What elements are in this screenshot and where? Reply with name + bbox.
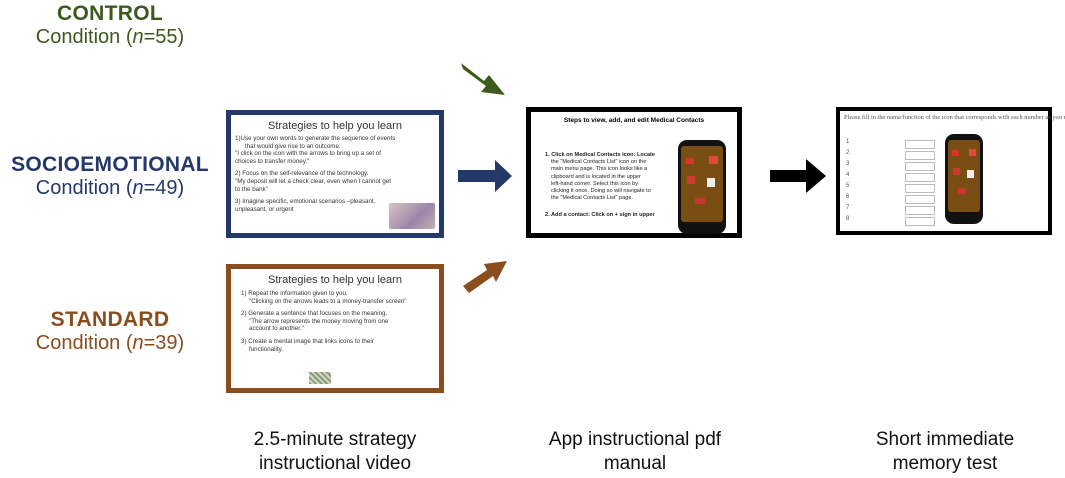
app-manual-screenshot: Steps to view, add, and edit Medical Con…	[526, 107, 742, 238]
memory-test-answer-field[interactable]	[905, 184, 935, 193]
socio-suffix: =49)	[143, 177, 185, 199]
slide-line: "I click on the icon with the arrows to …	[235, 150, 381, 158]
socioemotional-strategy-slide: Strategies to help you learn 1)Use your …	[226, 110, 444, 238]
slide-line: 1) Repeat the information given to you.	[241, 290, 348, 297]
slide-title: Strategies to help you learn	[268, 274, 402, 286]
app-icon	[686, 158, 694, 164]
app-icon	[967, 170, 974, 178]
memory-test-answer-field[interactable]	[905, 217, 935, 226]
memory-test-answer-field[interactable]	[905, 206, 935, 215]
manual-line: clipboard and is located in the upper	[551, 173, 641, 180]
memory-test-number: 6	[846, 194, 850, 200]
manual-label-line: manual	[603, 453, 667, 474]
control-suffix: =55)	[143, 26, 185, 48]
memory-test-answer-field[interactable]	[905, 151, 935, 160]
manual-line: main menu page. This icon looks like a	[551, 166, 648, 173]
standard-suffix: =39)	[143, 332, 185, 354]
control-n-italic: n	[132, 26, 144, 48]
slide-line: that would give rise to an outcome.	[245, 142, 341, 150]
standard-strategy-slide: Strategies to help you learn 1) Repeat t…	[226, 264, 444, 393]
app-icon	[695, 198, 705, 204]
manual-line: 1. Click on Medical Contacts icon: Locat…	[545, 152, 656, 158]
memory-test-number: 1	[846, 139, 850, 145]
app-icon	[687, 176, 695, 184]
green-arrow-icon	[461, 63, 505, 95]
memory-test-number: 4	[846, 172, 850, 178]
manual-line: 2. Add a contact: Click on + sign in upp…	[545, 212, 655, 219]
hand-photo	[389, 203, 435, 229]
memory-test-answer-field[interactable]	[905, 140, 935, 149]
slide-line: 3) Imagine specific, emotional scenarios…	[235, 198, 376, 206]
manual-title: Steps to view, add, and edit Medical Con…	[563, 117, 705, 124]
app-icon	[969, 149, 976, 156]
slide-line: to the bank"	[235, 185, 268, 193]
slide-line: 3) Create a mental image that links icon…	[241, 337, 374, 345]
memory-test-number: 5	[846, 183, 850, 189]
standard-prefix: Condition (	[35, 332, 133, 354]
slide-line: 2) Focus on the self-relevance of the te…	[235, 170, 369, 178]
slide-line: functionality.	[249, 345, 283, 353]
slide-line: 1)Use your own words to generate the seq…	[235, 135, 396, 142]
manual-step-label: App instructional pdf manual	[515, 428, 755, 476]
slide-line: "Clicking on the arrows leads to a money…	[249, 297, 407, 305]
socio-name: SOCIOEMOTIONAL	[11, 153, 209, 176]
socio-n-italic: n	[132, 177, 144, 199]
money-image	[309, 372, 331, 384]
control-name: CONTROL	[57, 2, 163, 25]
video-label-line: instructional video	[258, 453, 412, 474]
navy-arrow-icon	[458, 160, 512, 192]
phone-image	[678, 140, 726, 234]
test-step-label: Short immediate memory test	[825, 428, 1065, 476]
memory-test-answer-field[interactable]	[905, 173, 935, 182]
app-icon	[707, 178, 715, 187]
slide-line: "The arrow represents the money moving f…	[249, 317, 389, 325]
control-prefix: Condition (	[35, 26, 133, 48]
app-icon	[709, 156, 718, 164]
socioemotional-condition-label: SOCIOEMOTIONAL Condition (n=49)	[0, 153, 220, 200]
manual-label-line: App instructional pdf	[548, 429, 722, 450]
app-icon	[958, 188, 966, 194]
standard-n: Condition (n=39)	[0, 332, 220, 355]
control-n: Condition (n=55)	[0, 26, 220, 49]
memory-test-prompt: Please fill in the name/function of the …	[844, 114, 1065, 121]
memory-test-number: 8	[846, 216, 850, 222]
slide-title: Strategies to help you learn	[268, 120, 402, 132]
memory-test-screenshot: Please fill in the name/function of the …	[836, 107, 1065, 235]
slide-line: 2) Generate a sentence that focuses on t…	[241, 310, 388, 318]
manual-line: clicking it once. Doing so will navigate…	[551, 188, 651, 195]
control-condition-label: CONTROL Condition (n=55)	[0, 2, 220, 49]
slide-line: account to another."	[249, 325, 304, 333]
manual-line: left-hand corner. Select this icon by	[551, 180, 639, 187]
standard-name: STANDARD	[50, 308, 170, 331]
app-icon	[952, 150, 959, 156]
memory-test-number: 3	[846, 161, 850, 167]
video-label-line: 2.5-minute strategy	[253, 429, 417, 450]
test-label-line: memory test	[892, 453, 998, 474]
manual-steps: 1. Click on Medical Contacts icon: Locat…	[545, 152, 670, 220]
slide-line: "My deposit will let a check clear, even…	[235, 177, 391, 185]
test-label-line: Short immediate	[875, 429, 1015, 450]
app-icon	[953, 168, 960, 175]
socio-n: Condition (n=49)	[0, 177, 220, 200]
phone-screen	[948, 140, 980, 212]
standard-n-italic: n	[132, 332, 144, 354]
memory-test-answer-field[interactable]	[905, 195, 935, 204]
black-arrow-icon	[770, 159, 826, 193]
memory-test-number: 7	[846, 205, 850, 211]
manual-line: the "Medical Contacts List" icon on the	[551, 159, 647, 166]
brown-arrow-icon	[463, 261, 507, 293]
standard-condition-label: STANDARD Condition (n=39)	[0, 308, 220, 355]
slide-line: choices to transfer money."	[235, 157, 310, 165]
slide-line: unpleasant, or urgent	[235, 205, 294, 213]
socio-prefix: Condition (	[35, 177, 133, 199]
memory-test-number: 2	[846, 150, 850, 156]
video-step-label: 2.5-minute strategy instructional video	[215, 428, 455, 476]
memory-test-answer-field[interactable]	[905, 162, 935, 171]
phone-screen	[681, 146, 723, 222]
manual-line: the "Medical Contacts List" page.	[551, 195, 634, 202]
phone-image	[945, 134, 983, 224]
